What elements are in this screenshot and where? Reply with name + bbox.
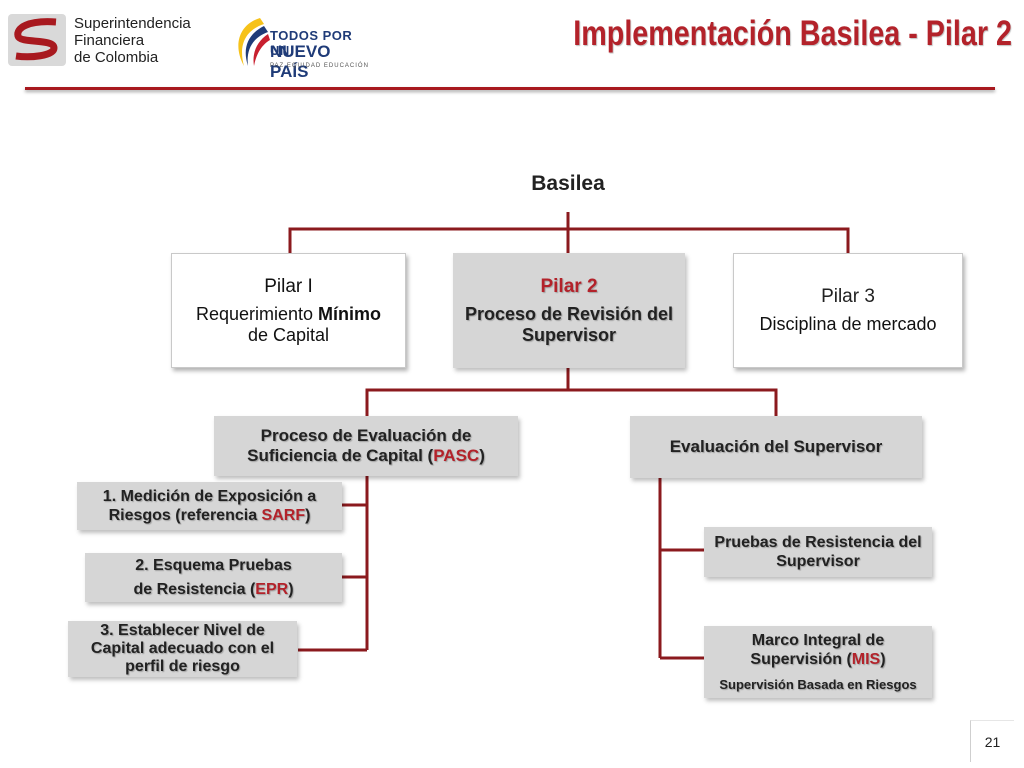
logo-line-3: PAZ EQUIDAD EDUCACIÓN xyxy=(270,63,369,69)
connector-pillar2-to-branches xyxy=(365,368,778,416)
supervisor-item-2-sub: Supervisión Basada en Riesgos xyxy=(719,676,917,692)
header-divider xyxy=(25,87,995,90)
connector-root-to-pillars xyxy=(288,212,850,253)
pillar-2-box: Pilar 2 Proceso de Revisión del Supervis… xyxy=(453,253,685,368)
pillar-3-title: Pilar 3 xyxy=(821,286,875,307)
pillar-2-desc: Proceso de Revisión del Supervisor xyxy=(464,303,674,345)
pasc-box: Proceso de Evaluación de Suficiencia de … xyxy=(214,416,518,476)
supervisor-item-1: Pruebas de Resistencia del Supervisor xyxy=(704,527,932,577)
sfc-logo-text: Superintendencia Financiera de Colombia xyxy=(74,15,191,66)
pasc-item-3: 3. Establecer Nivel de Capital adecuado … xyxy=(68,621,297,677)
root-label: Basilea xyxy=(531,172,605,195)
pasc-item-2: 2. Esquema Pruebas de Resistencia (EPR) xyxy=(85,553,342,602)
todos-por-un-nuevo-pais-logo: TODOS POR UN NUEVO PAÍS PAZ EQUIDAD EDUC… xyxy=(230,14,370,81)
logo-line-1: TODOS POR UN xyxy=(270,28,353,58)
supervisor-item-2: Marco Integral de Supervisión (MIS) Supe… xyxy=(704,626,932,698)
pillar-3-box: Pilar 3 Disciplina de mercado xyxy=(733,253,963,368)
pasc-item-1: 1. Medición de Exposición a Riesgos (ref… xyxy=(77,482,342,530)
page-title: Implementación Basilea - Pilar 2 xyxy=(573,14,1012,53)
supervisor-evaluation-box: Evaluación del Supervisor xyxy=(630,416,922,478)
logo-line-2: NUEVO PAÍS xyxy=(270,42,331,81)
pillar-3-desc: Disciplina de mercado xyxy=(759,314,937,334)
connector-supervisor-to-items xyxy=(658,478,704,660)
pillar-1-title: Pilar I xyxy=(264,275,313,297)
flag-swoosh-icon xyxy=(238,18,270,66)
pillar-1-box: Pilar I Requerimiento Mínimo de Capital xyxy=(171,253,406,368)
pillar-2-title: Pilar 2 xyxy=(540,275,598,297)
page-number: 21 xyxy=(970,720,1014,762)
pillar-1-desc: Requerimiento Mínimo de Capital xyxy=(195,303,382,345)
sfc-logo-mark xyxy=(8,14,66,66)
sfc-logo: Superintendencia Financiera de Colombia xyxy=(8,12,191,70)
connector-pasc-to-items xyxy=(298,476,369,652)
pasc-text: Proceso de Evaluación de Suficiencia de … xyxy=(247,426,485,465)
